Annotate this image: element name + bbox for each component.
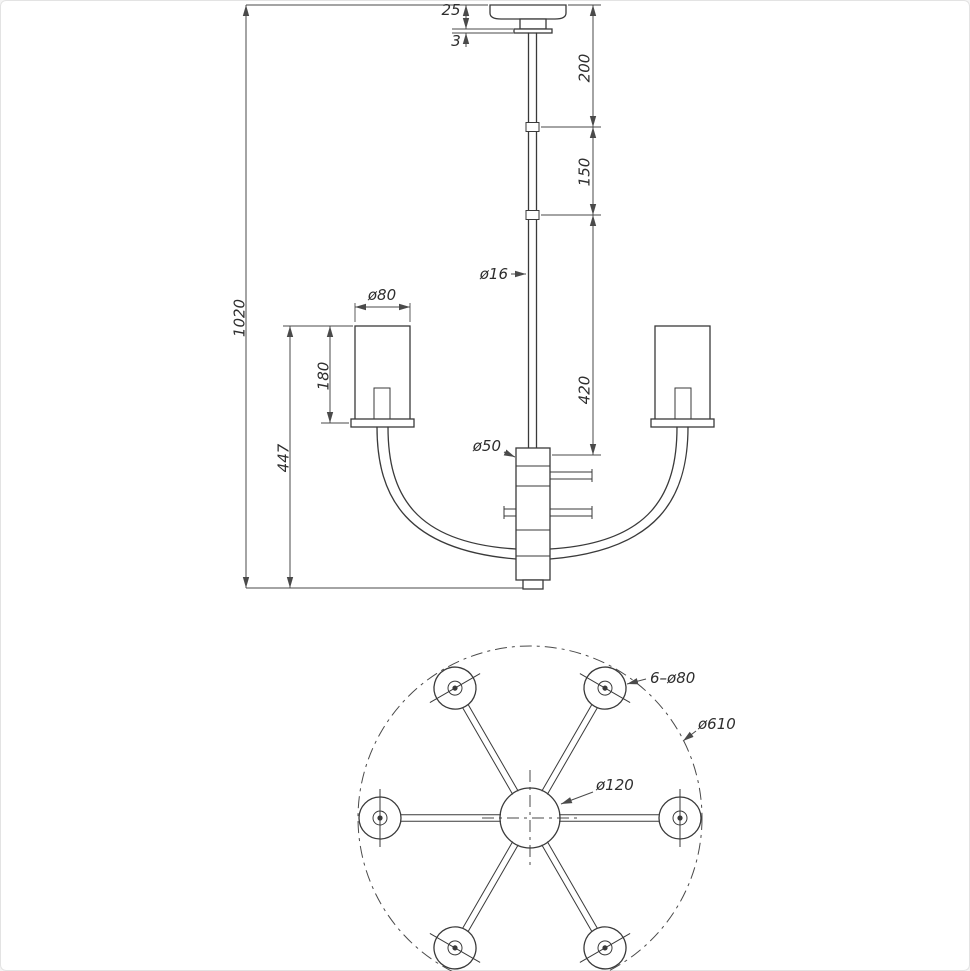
left-shade [350, 325, 415, 428]
overall-diameter-circle [357, 645, 703, 971]
central-hub [503, 447, 593, 590]
dim-shades-leader [626, 678, 647, 685]
central-stem [525, 32, 540, 449]
holder-plate [350, 418, 415, 428]
plan-arm-left [358, 789, 501, 847]
plan-arm-down-right [541, 841, 631, 970]
side-view: 1020 447 180 ø80 25 3 200 150 420 ø16 ø5… [231, 1, 715, 590]
stem-joint [525, 122, 540, 132]
dim-stem-lower: 420 [576, 376, 594, 405]
dim-stem-diameter: ø16 [479, 265, 508, 283]
shade-outline [433, 926, 477, 970]
ceiling-canopy [489, 4, 567, 34]
finial [522, 579, 544, 590]
candle-socket [373, 387, 391, 420]
plan-arm-up-right [541, 666, 631, 795]
dim-canopy-base: 3 [451, 32, 461, 50]
dim-plan-hub-diameter: ø120 [595, 776, 634, 794]
left-arm [376, 426, 517, 560]
dim-shade-diameter: ø80 [367, 286, 396, 304]
extension-lines [246, 4, 601, 589]
side-dimensions: 1020 447 180 ø80 25 3 200 150 420 ø16 ø5… [231, 1, 597, 588]
dim-hub-diameter: ø50 [472, 437, 501, 455]
plan-arm-right [559, 789, 702, 847]
plan-view: 6–ø80 ø610 ø120 [357, 645, 736, 971]
dim-stem-middle: 150 [576, 158, 594, 187]
right-arm [549, 426, 678, 550]
dim-overall-diameter: ø610 [697, 715, 736, 733]
shade-outline [583, 926, 627, 970]
dim-overall-diameter-leader [682, 730, 697, 742]
stem-joint [525, 210, 540, 220]
plan-hub-circle [499, 787, 561, 849]
dim-body-height: 447 [275, 443, 293, 472]
dim-canopy-height: 25 [441, 1, 460, 19]
plan-arm-down-left [429, 841, 519, 970]
dim-stem-upper: 200 [576, 54, 594, 83]
candle-socket [674, 387, 692, 420]
arms [376, 426, 689, 560]
dim-shade-height: 180 [315, 362, 333, 391]
left-arm [387, 426, 517, 550]
hub-crosshair [482, 770, 578, 866]
right-arm [549, 426, 689, 560]
dim-plan-hub-leader [560, 791, 594, 805]
dim-overall-height: 1020 [231, 299, 249, 337]
right-shade [650, 325, 715, 428]
dim-hub-diameter-leader [503, 449, 516, 458]
dim-shades: 6–ø80 [650, 669, 695, 687]
holder-plate [650, 418, 715, 428]
plan-arm-up-left [429, 666, 519, 795]
plan-dimensions: 6–ø80 ø610 ø120 [560, 669, 736, 805]
